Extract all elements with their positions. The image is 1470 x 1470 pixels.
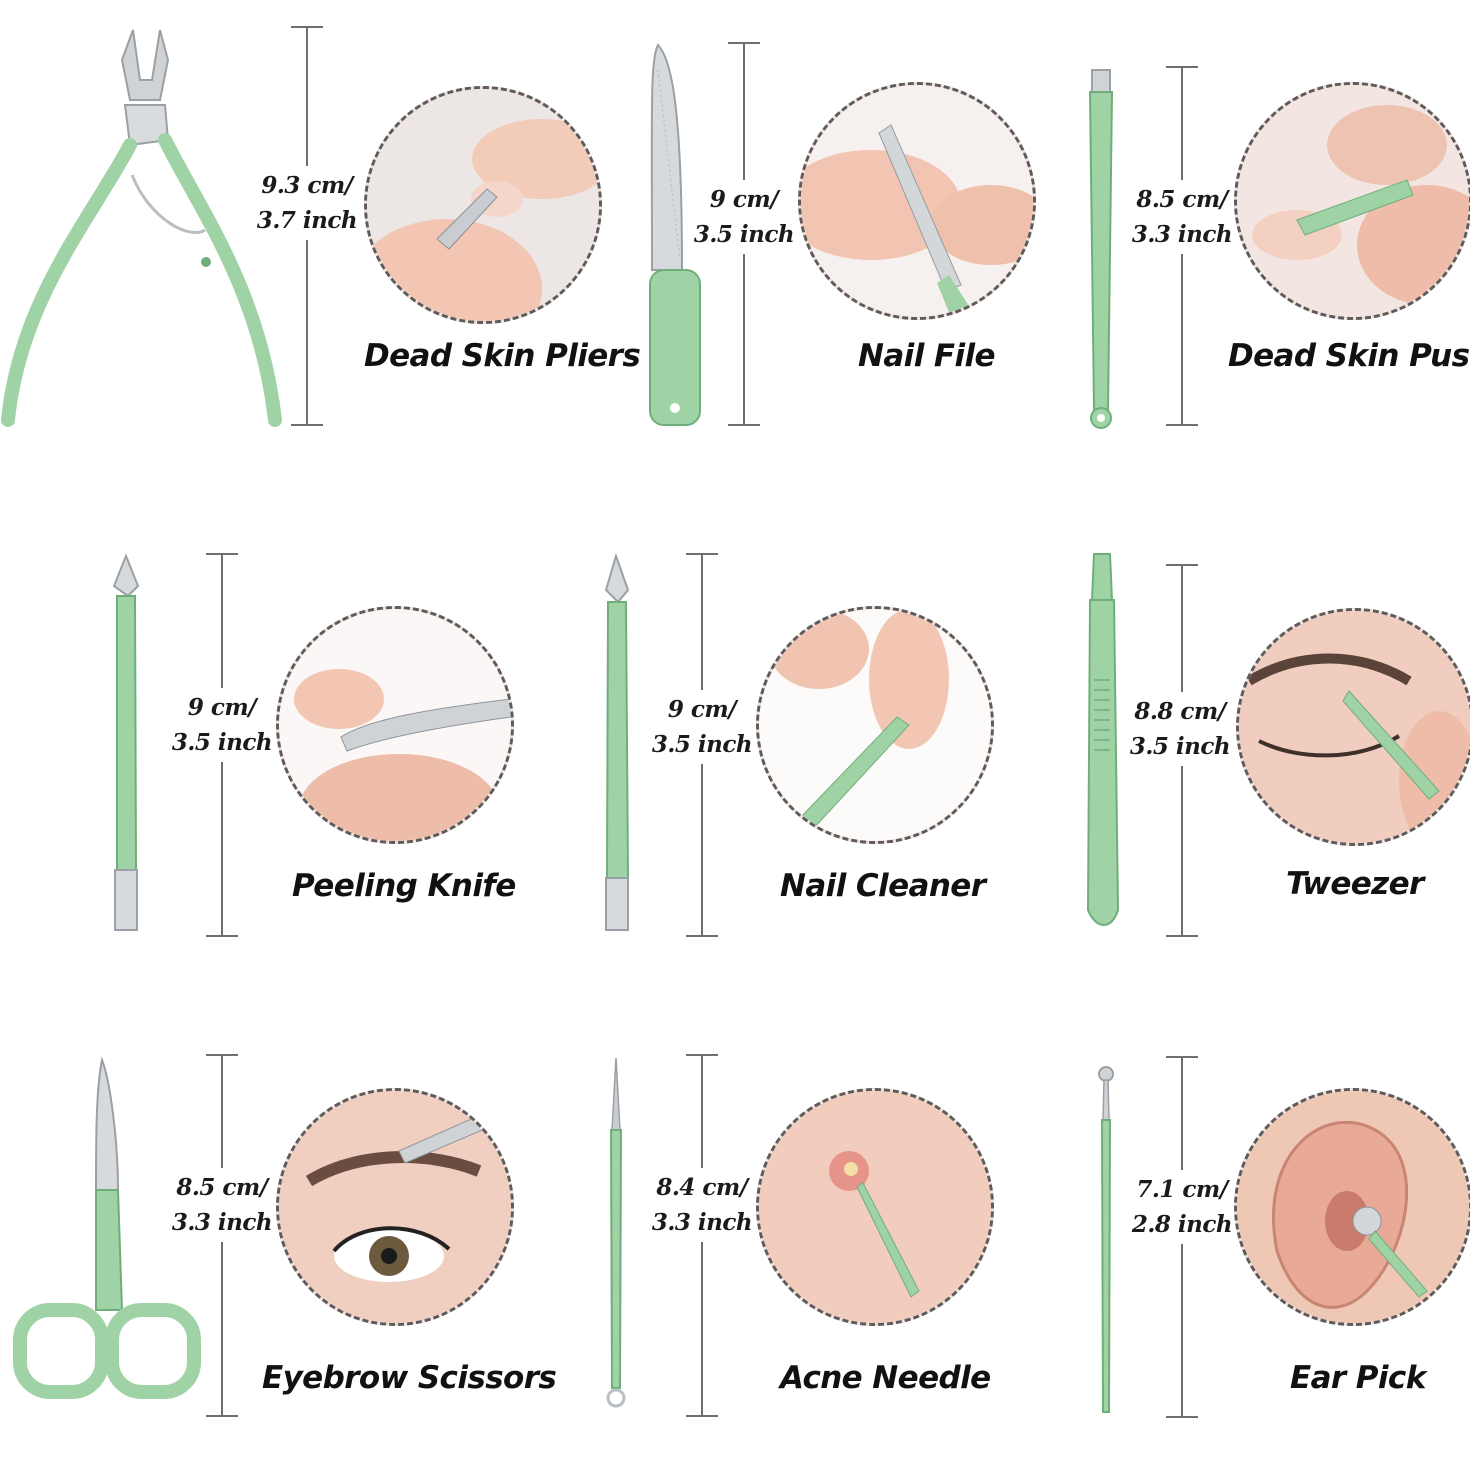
size-label: 9 cm/3.5 inch — [689, 180, 799, 254]
tool-card-ear-pick: 7.1 cm/2.8 inch Ear Pick — [980, 980, 1470, 1470]
usage-photo-circle — [276, 606, 514, 844]
size-label: 7.1 cm/2.8 inch — [1127, 1170, 1237, 1244]
tool-card-dead-skin-pusher: 8.5 cm/3.3 inch Dead Skin Pusher — [980, 0, 1470, 490]
tool-name: Nail File — [858, 338, 996, 374]
size-label: 8.8 cm/3.5 inch — [1125, 692, 1235, 766]
usage-photo-circle — [1234, 82, 1470, 320]
cuticle-pusher-icon — [1088, 69, 1114, 429]
size-label: 9 cm/3.5 inch — [647, 690, 757, 764]
tool-card-nail-cleaner: 9 cm/3.5 inch Nail Cleaner — [490, 490, 994, 980]
tool-name: Acne Needle — [780, 1360, 991, 1396]
nail-cleaner-icon — [604, 552, 630, 931]
usage-photo-circle — [1234, 1088, 1470, 1326]
usage-photo-circle — [756, 1088, 994, 1326]
tweezer-icon — [1086, 553, 1120, 926]
tool-name: Ear Pick — [1290, 1360, 1426, 1396]
tool-name: Dead Skin Pusher — [1228, 338, 1470, 374]
acne-needle-icon — [606, 1057, 626, 1408]
tool-name: Dead Skin Pliers — [364, 338, 641, 374]
size-label: 8.5 cm/3.3 inch — [1127, 180, 1237, 254]
eyebrow-scissors-icon — [13, 1056, 201, 1399]
usage-photo-circle — [1236, 608, 1470, 846]
tool-name: Tweezer — [1286, 866, 1424, 902]
usage-photo-circle — [276, 1088, 514, 1326]
tool-card-nail-file: 9 cm/3.5 inch Nail File — [490, 0, 1036, 490]
tool-card-peeling-knife: 9 cm/3.5 inch Peeling Knife — [0, 490, 516, 980]
peeling-knife-icon — [112, 553, 140, 931]
usage-photo-circle — [798, 82, 1036, 320]
cuticle-pliers-icon — [1, 29, 282, 427]
tool-card-dead-skin-pliers: 9.3 cm/3.7 inch Dead Skin Pliers — [0, 0, 641, 490]
tool-card-tweezer: 8.8 cm/3.5 inch Tweezer — [980, 490, 1470, 980]
tool-card-acne-needle: 8.4 cm/3.3 inch Acne Needle — [490, 980, 994, 1470]
size-label: 9.3 cm/3.7 inch — [252, 166, 362, 240]
size-label: 8.4 cm/3.3 inch — [647, 1168, 757, 1242]
ear-pick-icon — [1098, 1066, 1114, 1413]
tool-name: Nail Cleaner — [780, 868, 986, 904]
usage-photo-circle — [756, 606, 994, 844]
tool-card-eyebrow-scissors: 8.5 cm/3.3 inch Eyebrow Scissors — [0, 980, 557, 1470]
tool-name: Eyebrow Scissors — [262, 1360, 557, 1396]
nail-file-icon — [649, 43, 701, 426]
tool-name: Peeling Knife — [292, 868, 516, 904]
size-label: 9 cm/3.5 inch — [167, 688, 277, 762]
usage-photo-circle — [364, 86, 602, 324]
size-label: 8.5 cm/3.3 inch — [167, 1168, 277, 1242]
